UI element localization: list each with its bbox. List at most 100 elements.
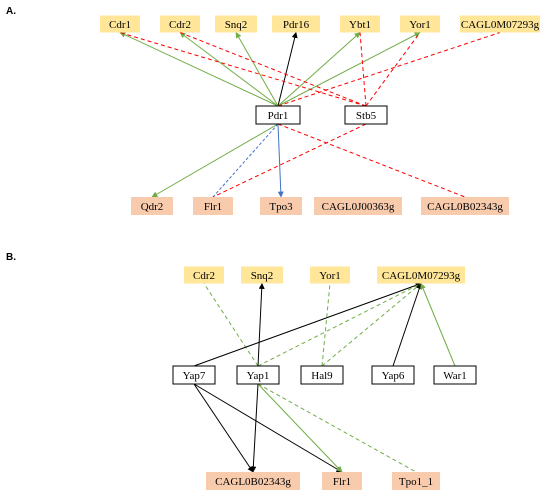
- node-a-qdr2: Qdr2: [131, 197, 173, 215]
- panel-a-nodes: Cdr1 Cdr2 Snq2 Pdr16 Ybt1 Yor1 CAGL0M07293gPdr…: [100, 15, 540, 215]
- node-b-yap7: Yap7: [172, 365, 216, 385]
- node-box: [131, 197, 173, 215]
- edge-b-yap7-to-b-cagl0m07293g: [193, 282, 422, 367]
- edge-b-yap1-to-b-cagl0b02343g: [250, 383, 259, 473]
- node-label: Pdr16: [283, 19, 310, 31]
- node-box: [371, 365, 415, 385]
- node-b-yor1: Yor1: [310, 266, 350, 284]
- edge-a-stb5-to-a-ybt1: [359, 32, 367, 107]
- node-b-hal9: Hal9: [300, 365, 344, 385]
- node-label: Cdr1: [109, 19, 131, 31]
- edge-b-yap1-to-b-flr1: [257, 383, 343, 473]
- edge-a-pdr1-to-a-tpo3: [277, 123, 284, 198]
- node-box: [206, 472, 300, 490]
- edge-b-yap1-to-b-cdr2: [203, 283, 259, 367]
- node-box: [344, 105, 388, 125]
- node-box: [100, 15, 140, 33]
- node-a-ybt1: Ybt1: [340, 15, 380, 33]
- node-label: Cdr2: [169, 19, 191, 31]
- node-box: [255, 105, 301, 125]
- node-b-yap1: Yap1: [236, 365, 280, 385]
- node-box: [322, 472, 362, 490]
- node-box: [260, 197, 302, 215]
- edge-b-yap7-to-b-flr1: [193, 383, 343, 473]
- edge-a-pdr1-to-a-pdr16: [277, 31, 298, 107]
- node-a-flr1: Flr1: [193, 197, 233, 215]
- edge-a-pdr1-to-a-snq2: [235, 31, 279, 107]
- edge-a-pdr1-to-a-qdr2: [151, 123, 279, 198]
- panel-a: A. Cdr1 Cdr2 Snq2 Pdr16 Ybt1 Yor1 CAGL0M07293g…: [6, 6, 540, 215]
- node-box: [160, 15, 200, 33]
- node-label: Qdr2: [141, 201, 164, 213]
- node-box: [340, 15, 380, 33]
- node-label: Yor1: [319, 270, 341, 282]
- edge-b-yap7-to-b-cagl0b02343g: [193, 383, 254, 473]
- node-a-pdr16: Pdr16: [272, 15, 320, 33]
- node-label: Yap7: [183, 370, 206, 382]
- node-label: Pdr1: [268, 110, 289, 122]
- edge-b-yap1-to-b-snq2: [257, 282, 265, 367]
- node-label: Stb5: [356, 110, 377, 122]
- edge-a-stb5-to-a-yor1: [365, 32, 421, 107]
- node-label: CAGL0B02343g: [427, 201, 503, 213]
- edge-b-yap1-to-b-cagl0m07293g: [257, 283, 422, 367]
- edge-b-war1-to-b-cagl0m07293g: [420, 282, 456, 367]
- node-b-cagl0m07293g: CAGL0M07293g: [377, 266, 465, 284]
- node-a-cdr1: Cdr1: [100, 15, 140, 33]
- node-b-snq2: Snq2: [241, 266, 283, 284]
- panel-b-label: B.: [6, 252, 16, 263]
- node-b-cagl0b02343g: CAGL0B02343g: [206, 472, 300, 490]
- edge-a-stb5-to-a-cdr1: [119, 32, 367, 107]
- node-label: CAGL0B02343g: [215, 476, 291, 488]
- node-box: [433, 365, 477, 385]
- node-label: Flr1: [333, 476, 351, 488]
- edge-a-pdr1-to-a-ybt1: [277, 32, 361, 107]
- node-box: [314, 197, 402, 215]
- edge-b-yap6-to-b-cagl0m07293g: [392, 282, 423, 367]
- edge-b-hal9-to-b-yor1: [321, 283, 331, 367]
- node-box: [392, 472, 440, 490]
- edge-a-stb5-to-a-flr1: [212, 123, 367, 198]
- node-label: Tpo3: [269, 201, 293, 213]
- node-label: Yap1: [247, 370, 270, 382]
- edge-a-pdr1-to-a-cdr1: [119, 32, 279, 107]
- node-label: Yap6: [382, 370, 405, 382]
- node-a-yor1: Yor1: [400, 15, 440, 33]
- node-label: Hal9: [311, 370, 333, 382]
- node-label: Ybt1: [349, 19, 371, 31]
- node-box: [460, 15, 540, 33]
- edge-a-pdr1-to-a-cagl0m07293g: [277, 32, 501, 107]
- node-box: [215, 15, 257, 33]
- node-label: War1: [443, 370, 467, 382]
- edge-a-stb5-to-a-cdr2: [179, 32, 367, 107]
- node-b-tpo1_1: Tpo1_1: [392, 472, 440, 490]
- edge-b-yap1-to-b-tpo1_1: [257, 383, 417, 473]
- node-box: [300, 365, 344, 385]
- node-b-war1: War1: [433, 365, 477, 385]
- node-box: [172, 365, 216, 385]
- node-box: [421, 197, 509, 215]
- node-label: Flr1: [204, 201, 222, 213]
- node-a-cagl0b02343g: CAGL0B02343g: [421, 197, 509, 215]
- node-box: [193, 197, 233, 215]
- node-label: Snq2: [225, 19, 248, 31]
- node-label: Snq2: [251, 270, 274, 282]
- node-a-tpo3: Tpo3: [260, 197, 302, 215]
- node-label: CAGL0J00363g: [322, 201, 395, 213]
- node-label: CAGL0M07293g: [461, 19, 540, 31]
- node-b-cdr2: Cdr2: [184, 266, 224, 284]
- panel-a-label: A.: [6, 6, 16, 17]
- node-a-snq2: Snq2: [215, 15, 257, 33]
- edge-a-pdr1-to-a-cdr2: [179, 32, 279, 107]
- node-box: [184, 266, 224, 284]
- edge-a-pdr1-to-a-yor1: [277, 32, 421, 107]
- node-box: [377, 266, 465, 284]
- edge-a-pdr1-to-a-flr1: [212, 123, 279, 198]
- node-label: CAGL0M07293g: [382, 270, 461, 282]
- node-box: [241, 266, 283, 284]
- node-a-stb5: Stb5: [344, 105, 388, 125]
- node-b-yap6: Yap6: [371, 365, 415, 385]
